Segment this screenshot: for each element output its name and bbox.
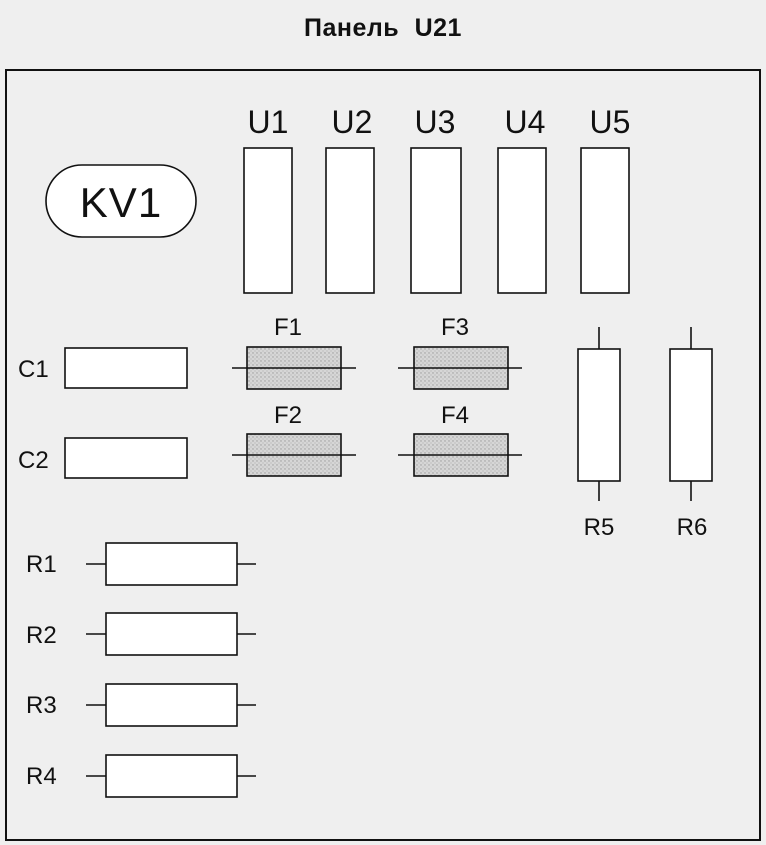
resistor-r2: R2: [26, 612, 256, 656]
fuse-label: F1: [274, 314, 302, 341]
unit-label: U3: [415, 104, 456, 140]
capacitor-c1: C1: [18, 347, 188, 389]
resistor-label: R3: [26, 692, 57, 719]
capacitor-label: C2: [18, 447, 49, 474]
resistor-r4: R4: [26, 754, 256, 798]
resistor-label: R5: [584, 514, 615, 541]
panel-title: Панель U21: [304, 14, 462, 42]
unit-label: U4: [505, 104, 546, 140]
resistor-r3: R3: [26, 683, 256, 727]
fuse-f1: F1: [232, 314, 356, 390]
resistor-r1: R1: [26, 542, 256, 586]
unit-u1: U1: [243, 104, 293, 294]
relay-label: KV1: [80, 179, 162, 226]
resistor-label: R1: [26, 551, 57, 578]
relay-kv1: KV1: [45, 164, 197, 238]
unit-u3: U3: [410, 104, 462, 294]
fuse-f2: F2: [232, 402, 356, 477]
resistor-r5: R5: [577, 327, 621, 541]
resistor-label: R2: [26, 622, 57, 649]
fuse-label: F2: [274, 402, 302, 429]
capacitor-c2: C2: [18, 437, 188, 479]
resistor-label: R6: [677, 514, 708, 541]
fuse-label: F4: [441, 402, 469, 429]
unit-label: U1: [248, 104, 289, 140]
fuse-f4: F4: [398, 402, 522, 477]
fuse-label: F3: [441, 314, 469, 341]
unit-label: U5: [590, 104, 631, 140]
unit-u5: U5: [580, 104, 631, 294]
unit-u2: U2: [325, 104, 375, 294]
unit-u4: U4: [497, 104, 547, 294]
resistor-label: R4: [26, 763, 57, 790]
unit-label: U2: [332, 104, 373, 140]
fuse-f3: F3: [398, 314, 522, 390]
capacitor-label: C1: [18, 356, 49, 383]
resistor-r6: R6: [669, 327, 713, 541]
